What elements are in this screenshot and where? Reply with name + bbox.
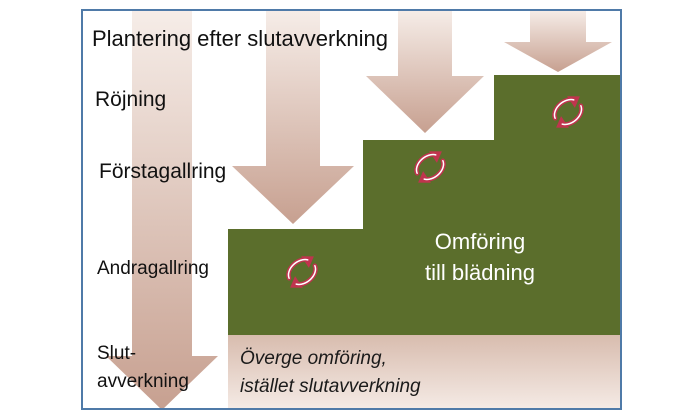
- center-label: Omföring till blädning: [424, 229, 536, 285]
- down-arrow-slutavverkning: [106, 10, 218, 410]
- stage-label-forstagallring: Förstagallring: [99, 160, 227, 183]
- green-staircase: [228, 75, 621, 335]
- stage-label-andragallring: Andragallring: [97, 258, 209, 279]
- stage-label-rojning: Röjning: [95, 88, 167, 111]
- down-arrow-andragallring: [366, 10, 484, 133]
- down-arrow-top: [504, 10, 612, 72]
- stage-label-plantering: Plantering efter slutavverkning: [92, 26, 388, 51]
- bottom-band: [228, 335, 621, 410]
- stage-label-slutavverkning: Slut- avverkning: [97, 343, 189, 392]
- diagram-frame: [81, 9, 622, 410]
- bottom-label: Överge omföring, istället slutavverkning: [240, 348, 421, 397]
- down-arrow-forstagallring: [232, 10, 354, 224]
